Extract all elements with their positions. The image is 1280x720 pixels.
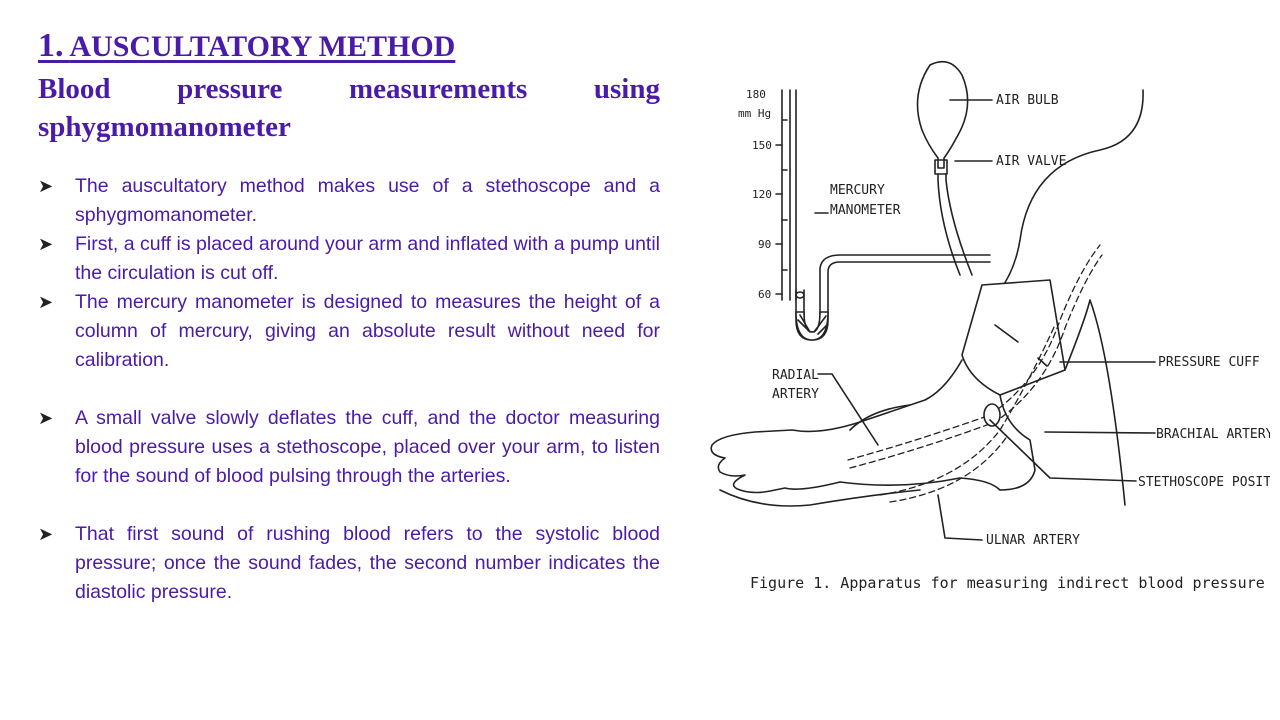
scale-unit-label: mm Hg [738, 107, 771, 120]
slide-title: 1. AUSCULTATORY METHOD [38, 26, 455, 67]
tick-label: 150 [752, 139, 772, 152]
stethoscope-head [983, 403, 1001, 427]
figure-caption: Figure 1. Apparatus for measuring indire… [750, 574, 1265, 592]
bullet-text: The auscultatory method makes use of a s… [75, 175, 660, 226]
bullet-text: A small valve slowly deflates the cuff, … [75, 407, 660, 487]
arrow-bullet-icon: ➤ [38, 524, 54, 544]
manometer-label: MANOMETER [830, 203, 901, 218]
bullet-text: The mercury manometer is designed to mea… [75, 291, 660, 371]
bullet-text: First, a cuff is placed around your arm … [75, 233, 660, 284]
arrow-bullet-icon: ➤ [38, 408, 54, 428]
subtitle-word: Blood [38, 73, 111, 105]
bullet-list: ➤ The auscultatory method makes use of a … [38, 172, 660, 607]
pressure-cuff-label: PRESSURE CUFF [1158, 355, 1260, 370]
air-valve-label: AIR VALVE [996, 154, 1066, 169]
tick-label: 90 [758, 238, 771, 251]
radial-label: RADIAL [772, 368, 819, 383]
section-number: 1. [38, 27, 64, 64]
bullet-text: That first sound of rushing blood refers… [75, 523, 660, 603]
subtitle-word: measurements [349, 73, 528, 105]
subtitle-line-2: sphygmomanometer [38, 111, 291, 143]
spacer [38, 491, 660, 520]
brachial-artery-label: BRACHIAL ARTERY [1156, 427, 1270, 442]
manometer-scale [775, 89, 797, 301]
subtitle-line-1: Blood pressure measurements using [38, 70, 660, 108]
radial-artery-label: ARTERY [772, 387, 819, 402]
section-title: AUSCULTATORY METHOD [69, 30, 456, 63]
pressure-cuff [961, 279, 1066, 396]
bullet-item: ➤ The mercury manometer is designed to me… [38, 288, 660, 375]
mercury-u-tube [795, 254, 991, 341]
bullet-item: ➤ That first sound of rushing blood refer… [38, 520, 660, 607]
scale-top-label: 180 [746, 88, 766, 101]
stethoscope-position-label: STETHOSCOPE POSITION [1138, 475, 1270, 490]
bullet-item: ➤ A small valve slowly deflates the cuff,… [38, 404, 660, 491]
arrow-bullet-icon: ➤ [38, 234, 54, 254]
arrow-bullet-icon: ➤ [38, 176, 54, 196]
bullet-item: ➤ The auscultatory method makes use of a … [38, 172, 660, 230]
arrow-bullet-icon: ➤ [38, 292, 54, 312]
stethoscope-tube [999, 89, 1144, 291]
mercury-label: MERCURY [830, 183, 885, 198]
tick-label: 60 [758, 288, 771, 301]
spacer [38, 375, 660, 404]
bp-apparatus-figure: 180 mm Hg 150 120 90 60 AIR BULB AIR VAL… [700, 50, 1280, 610]
subtitle-word: using [593, 73, 660, 105]
slide-subtitle: Blood pressure measurements using sphygm… [38, 70, 660, 146]
subtitle-word: pressure [177, 73, 283, 105]
arm-outline [710, 299, 1126, 507]
air-bulb-label: AIR BULB [996, 93, 1059, 108]
air-bulb [916, 60, 973, 276]
tick-label: 120 [752, 188, 772, 201]
bullet-item: ➤ First, a cuff is placed around your arm… [38, 230, 660, 288]
ulnar-artery-label: ULNAR ARTERY [986, 533, 1080, 548]
